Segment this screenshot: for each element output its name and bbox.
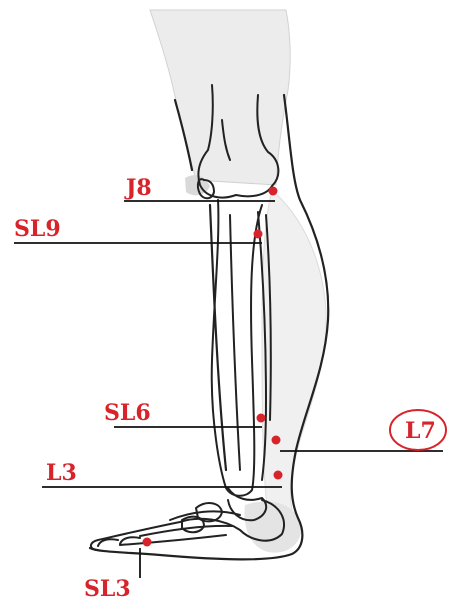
tibia-inner-line <box>230 215 240 470</box>
label-sl9: SL9 <box>14 216 61 242</box>
point-l7 <box>272 436 281 445</box>
leg-silhouette <box>150 10 326 553</box>
heel-shadow <box>244 501 301 552</box>
thigh-shadow <box>150 10 290 185</box>
label-sl3: SL3 <box>84 576 131 602</box>
point-sl3 <box>143 538 152 547</box>
label-sl6: SL6 <box>104 400 151 426</box>
label-l3: L3 <box>46 460 77 486</box>
label-l7: L7 <box>405 418 436 444</box>
leader-lines <box>14 201 443 578</box>
point-l3 <box>274 471 283 480</box>
point-j8 <box>269 187 278 196</box>
point-labels: J8 SL9 SL6 L3 L7 SL3 <box>14 175 436 602</box>
label-j8: J8 <box>124 175 152 201</box>
point-sl9 <box>254 230 263 239</box>
tibia-bone <box>212 200 262 496</box>
point-sl6 <box>257 414 266 423</box>
